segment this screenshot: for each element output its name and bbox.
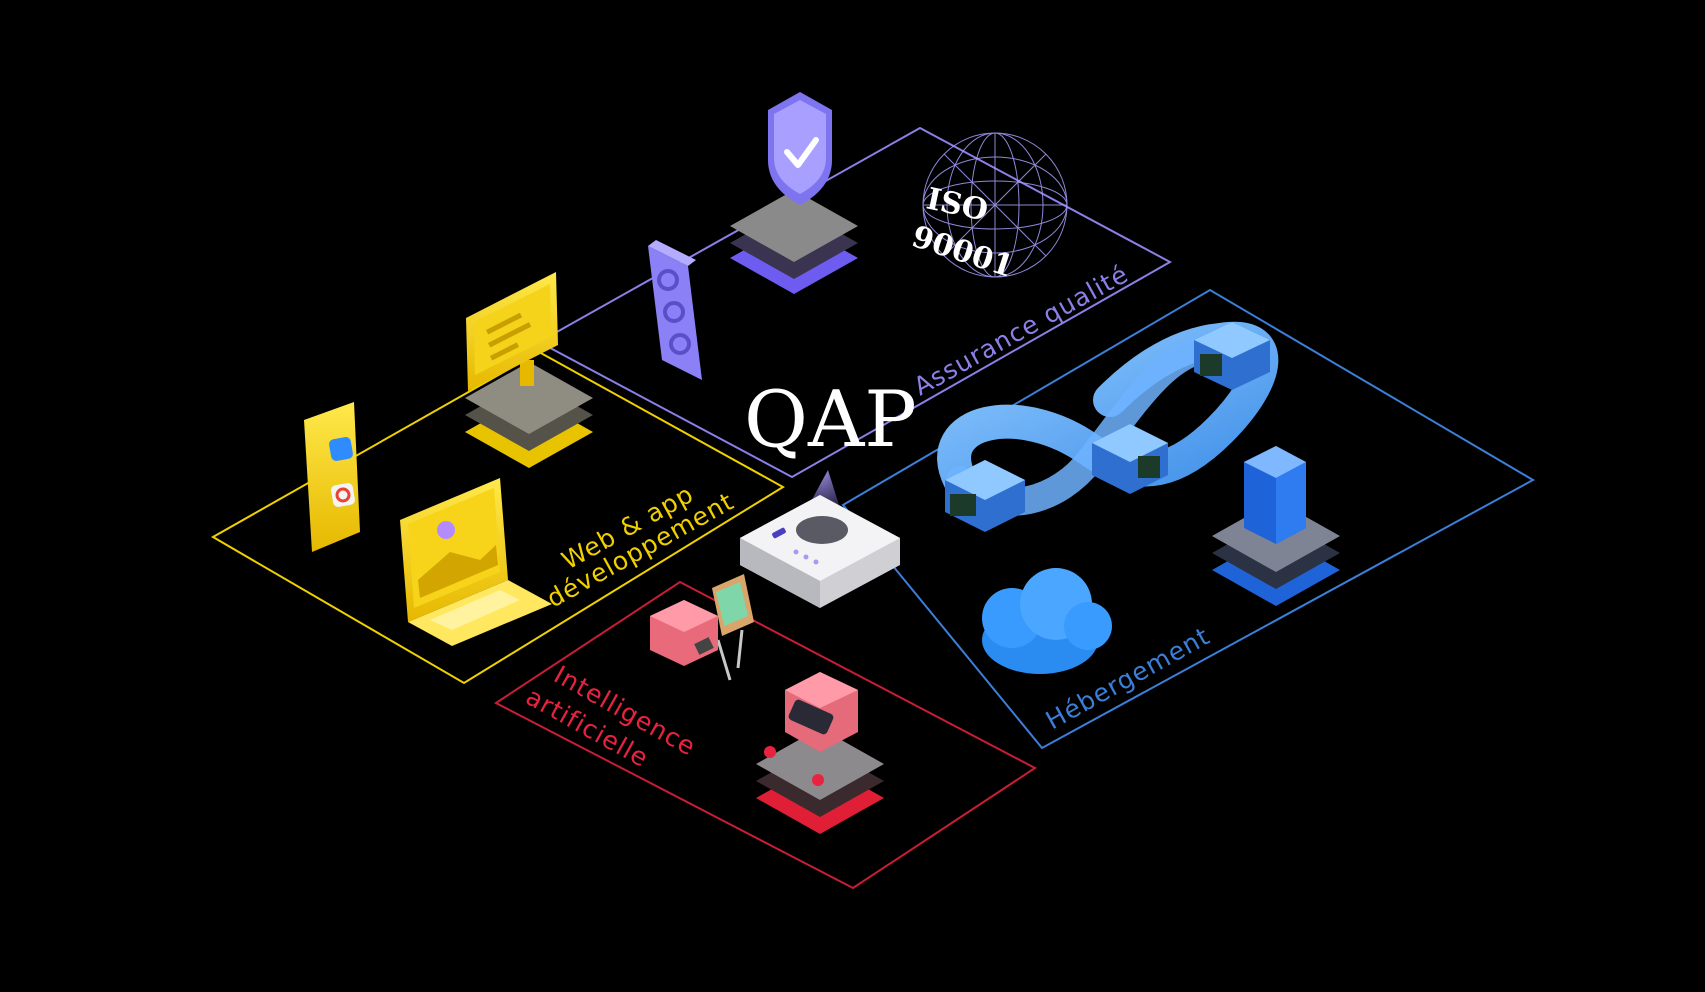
smartphone-apps-icon bbox=[304, 402, 360, 552]
hosting-section-outline bbox=[841, 288, 1536, 750]
infinity-node-block-1 bbox=[945, 460, 1025, 532]
devops-infinity-icon bbox=[937, 321, 1279, 532]
robot-head-icon bbox=[756, 672, 884, 834]
projector-device-icon bbox=[740, 470, 900, 608]
brand-logo: QAP bbox=[744, 375, 917, 465]
quality-section-label: Assurance qualité bbox=[909, 259, 1134, 401]
shield-check-icon bbox=[730, 92, 858, 294]
iso-badge-line1: ISO bbox=[923, 182, 991, 229]
gears-panel-icon bbox=[648, 240, 702, 380]
cloud-icon bbox=[982, 568, 1112, 674]
laptop-image-icon bbox=[400, 478, 552, 646]
infinity-node-block-2 bbox=[1092, 424, 1168, 494]
server-rack-icon bbox=[1212, 446, 1340, 606]
infinity-node-block-3 bbox=[1194, 322, 1270, 390]
painting-easel-icon bbox=[650, 574, 754, 681]
web-section-outline bbox=[210, 350, 785, 685]
monitor-code-icon bbox=[465, 272, 593, 468]
ai-section-outline bbox=[494, 580, 1037, 890]
wireframe-globe-icon bbox=[922, 132, 1068, 278]
